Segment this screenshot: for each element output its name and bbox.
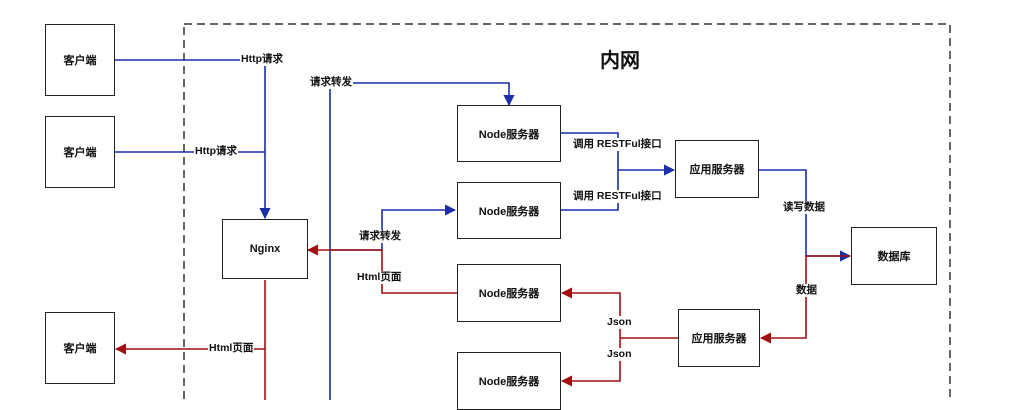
client-box-2: 客户端 (45, 116, 115, 188)
client-box-3: 客户端 (45, 312, 115, 384)
label-http-request-2: Http请求 (194, 145, 238, 158)
nginx-box: Nginx (222, 219, 308, 279)
label-html-page-2: Html页面 (208, 342, 255, 355)
edge-node2-to-appserver (560, 170, 619, 211)
label-forward-1: 请求转发 (309, 76, 353, 89)
node-server-box-4: Node服务器 (457, 352, 561, 410)
app-server-box-2: 应用服务器 (678, 309, 760, 367)
intranet-boundary (183, 23, 951, 400)
app-server-box-1: 应用服务器 (675, 140, 759, 198)
edge-db-to-appserver2 (759, 255, 850, 344)
label-data: 数据 (795, 284, 818, 297)
architecture-diagram: 内网 客户端 客户端 客户端 Nginx Node服务器 Node服务器 Nod… (45, 23, 951, 410)
node-server-box-1: Node服务器 (457, 105, 561, 162)
client-box-1: 客户端 (45, 24, 115, 96)
label-json-2: Json (606, 348, 633, 361)
label-restful-2: 调用 RESTFul接口 (572, 190, 663, 203)
edge-node1-to-appserver (560, 132, 619, 170)
label-restful-1: 调用 RESTFul接口 (572, 138, 663, 151)
label-json-1: Json (606, 316, 633, 329)
node-server-box-3: Node服务器 (457, 264, 561, 322)
label-html-page-1: Html页面 (356, 271, 403, 284)
intranet-title: 内网 (600, 50, 640, 72)
label-read-write-data: 读写数据 (782, 201, 826, 214)
edge-forward-to-node1 (330, 82, 515, 107)
label-forward-2: 请求转发 (358, 230, 402, 243)
label-http-request-1: Http请求 (240, 53, 284, 66)
node-server-box-2: Node服务器 (457, 182, 561, 239)
database-box: 数据库 (851, 227, 937, 285)
